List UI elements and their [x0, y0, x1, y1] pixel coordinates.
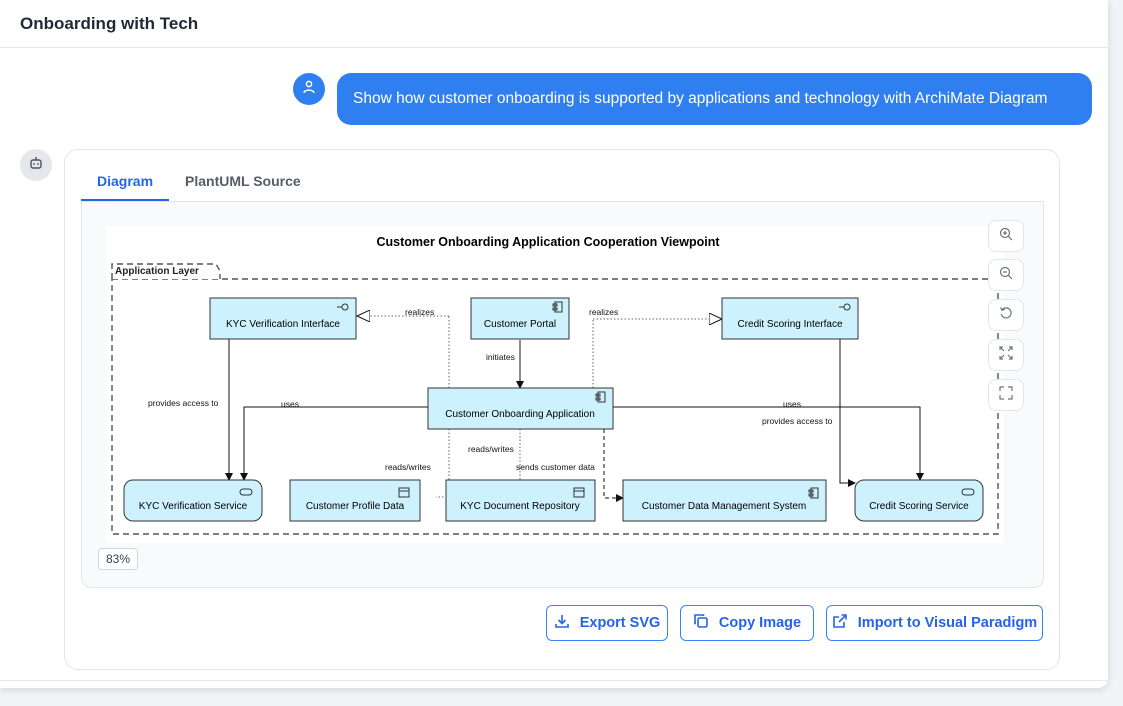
- node-customer-profile-data: Customer Profile Data: [289, 479, 421, 522]
- import-visual-paradigm-button[interactable]: Import to Visual Paradigm: [826, 605, 1043, 641]
- node-label: Credit Scoring Interface: [737, 319, 842, 330]
- chat-title: Onboarding with Tech: [20, 13, 199, 33]
- relationship-labels: realizes realizes initiates provides acc…: [148, 307, 833, 472]
- export-svg-label: Export SVG: [579, 615, 661, 631]
- user-icon: [301, 79, 317, 100]
- node-label: Customer Onboarding Application: [445, 409, 595, 420]
- reset-zoom-button[interactable]: [988, 299, 1024, 331]
- response-card: Diagram PlantUML Source Customer Onboard…: [64, 149, 1060, 670]
- import-visual-paradigm-label: Import to Visual Paradigm: [857, 615, 1038, 631]
- zoom-in-icon: [999, 227, 1013, 246]
- user-avatar: [293, 73, 325, 105]
- diagram-title: Customer Onboarding Application Cooperat…: [376, 235, 720, 249]
- copy-image-label: Copy Image: [718, 615, 802, 631]
- label-realizes-right: realizes: [589, 307, 618, 317]
- data-object-icon: [573, 487, 585, 498]
- node-credit-scoring-service: Credit Scoring Service: [854, 479, 984, 522]
- fullscreen-icon: [999, 385, 1013, 405]
- group-label: Application Layer: [115, 266, 199, 277]
- external-link-icon: [832, 613, 848, 633]
- node-label: Customer Profile Data: [306, 501, 405, 512]
- label-provides-access-right: provides access to: [762, 416, 833, 426]
- node-label: Customer Data Management System: [642, 501, 807, 512]
- zoom-in-button[interactable]: [988, 220, 1024, 252]
- zoom-out-icon: [999, 266, 1013, 285]
- component-icon: [595, 391, 606, 403]
- label-reads-writes-1: reads/writes: [468, 444, 514, 454]
- node-label: Customer Portal: [484, 319, 556, 330]
- reset-icon: [999, 306, 1013, 325]
- label-uses-left: uses: [281, 399, 299, 409]
- download-icon: [554, 613, 570, 633]
- diagram-panel: Customer Onboarding Application Cooperat…: [81, 201, 1044, 588]
- service-icon: [239, 488, 253, 496]
- label-uses-right: uses: [783, 399, 801, 409]
- copy-icon: [693, 613, 709, 633]
- fit-to-screen-button[interactable]: [988, 339, 1024, 371]
- node-customer-onboarding-application: Customer Onboarding Application: [427, 387, 614, 430]
- tab-diagram[interactable]: Diagram: [81, 170, 170, 201]
- node-label: Credit Scoring Service: [869, 501, 969, 512]
- tab-bar: Diagram PlantUML Source: [81, 170, 317, 201]
- node-label: KYC Document Repository: [460, 501, 580, 512]
- data-object-icon: [398, 487, 410, 498]
- label-initiates: initiates: [486, 352, 515, 362]
- label-sends-customer-data: sends customer data: [516, 462, 595, 472]
- node-customer-data-management-system: Customer Data Management System: [622, 479, 827, 522]
- label-provides-access-left: provides access to: [148, 398, 219, 408]
- component-icon: [808, 487, 819, 499]
- component-icon: [552, 301, 563, 313]
- node-credit-scoring-interface: Credit Scoring Interface: [721, 297, 859, 340]
- chat-window: Onboarding with Tech Show how customer o…: [0, 0, 1108, 688]
- user-message-bubble: Show how customer onboarding is supporte…: [337, 73, 1092, 125]
- export-svg-button[interactable]: Export SVG: [546, 605, 668, 641]
- diagram-canvas: Customer Onboarding Application Cooperat…: [106, 226, 1004, 543]
- archimate-diagram: Customer Onboarding Application Cooperat…: [111, 235, 999, 535]
- tab-plantuml-source[interactable]: PlantUML Source: [185, 173, 301, 189]
- node-kyc-verification-interface: KYC Verification Interface: [209, 297, 357, 340]
- fullscreen-button[interactable]: [988, 379, 1024, 411]
- zoom-out-button[interactable]: [988, 259, 1024, 291]
- node-label: KYC Verification Service: [139, 501, 248, 512]
- node-kyc-verification-service: KYC Verification Service: [123, 479, 263, 522]
- node-customer-portal: Customer Portal: [470, 297, 570, 340]
- node-label: KYC Verification Interface: [226, 319, 340, 330]
- label-realizes-left: realizes: [405, 307, 434, 317]
- fit-icon: [999, 345, 1013, 365]
- node-kyc-document-repository: KYC Document Repository: [445, 479, 596, 522]
- copy-image-button[interactable]: Copy Image: [680, 605, 814, 641]
- label-reads-writes-2: reads/writes: [385, 462, 431, 472]
- bot-avatar: [20, 149, 52, 181]
- zoom-level-badge: 83%: [98, 548, 139, 570]
- divider: [0, 680, 1108, 681]
- application-layer-group: Application Layer: [111, 263, 999, 535]
- chat-header: Onboarding with Tech: [0, 0, 1108, 48]
- robot-icon: [28, 155, 44, 176]
- service-icon: [961, 488, 975, 496]
